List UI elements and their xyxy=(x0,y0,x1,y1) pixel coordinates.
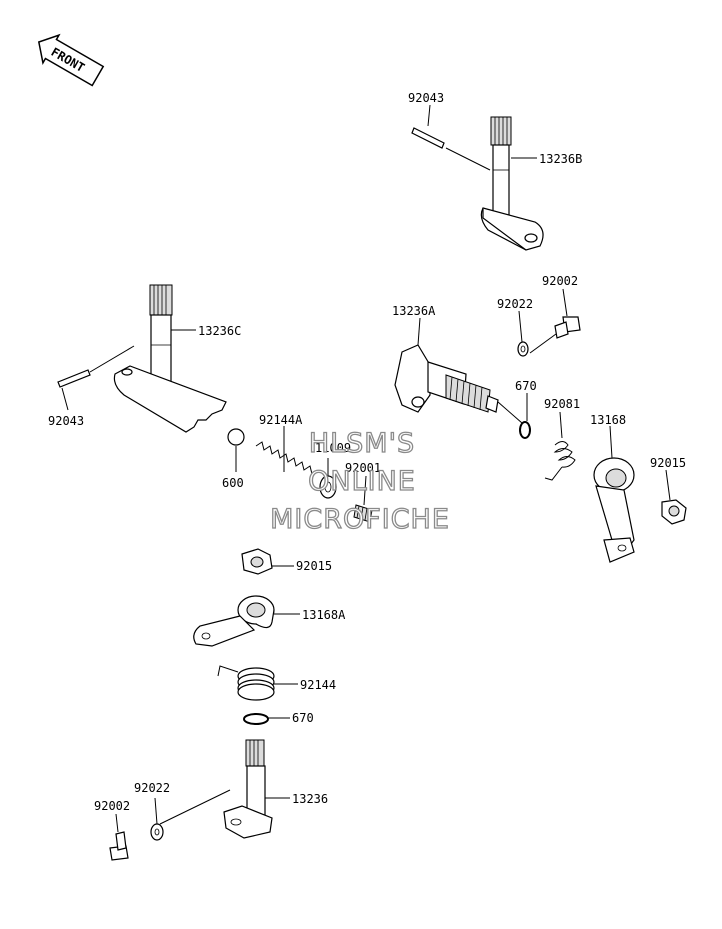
label-92001: 92001 xyxy=(345,461,381,475)
label-600: 600 xyxy=(222,476,244,490)
leader-lines xyxy=(61,104,671,833)
label-13168a: 13168A xyxy=(302,608,346,622)
part-670-oring-lower xyxy=(243,713,269,725)
label-92002-lower: 92002 xyxy=(94,799,130,813)
label-670-right: 670 xyxy=(515,379,537,393)
watermark: HLSM'S ONLINE MICROFICHE xyxy=(269,427,450,535)
label-13236a: 13236A xyxy=(392,304,436,318)
part-670-oring-right xyxy=(519,421,531,439)
label-92022-right: 92022 xyxy=(497,297,533,311)
label-13236c: 13236C xyxy=(198,324,241,338)
part-92081-spring xyxy=(544,441,576,481)
part-13236a-shaft xyxy=(394,344,499,413)
part-13236b-shaft xyxy=(480,116,544,251)
part-92043-pin-top xyxy=(411,127,445,149)
watermark-line-3: MICROFICHE xyxy=(270,504,450,535)
part-labels: 92043 13236B 92002 13236A 92022 670 9208… xyxy=(48,91,686,813)
label-13168: 13168 xyxy=(590,413,626,427)
label-92144: 92144 xyxy=(300,678,336,692)
front-arrow-badge: FRONT xyxy=(37,33,105,87)
part-92022-washer-right xyxy=(517,341,529,357)
part-13236-shaft xyxy=(223,739,273,839)
label-92002-right: 92002 xyxy=(542,274,578,288)
label-92081: 92081 xyxy=(544,397,580,411)
part-92144a-spring xyxy=(255,441,313,475)
part-92002-bolt-lower xyxy=(109,831,129,861)
part-13168-lever xyxy=(593,457,635,563)
part-92022-washer-lower xyxy=(150,823,164,841)
watermark-line-1: HLSM'S xyxy=(309,428,415,459)
part-13236c-shaft xyxy=(113,284,227,433)
label-13236b: 13236B xyxy=(539,152,582,166)
label-92022-lower: 92022 xyxy=(134,781,170,795)
label-92043-top: 92043 xyxy=(408,91,444,105)
part-92015-nut-right xyxy=(661,499,687,525)
part-92002-bolt-right xyxy=(554,316,581,339)
label-670-lower: 670 xyxy=(292,711,314,725)
watermark-line-2: ONLINE xyxy=(308,466,416,497)
label-92144a: 92144A xyxy=(259,413,303,427)
label-92043-left: 92043 xyxy=(48,414,84,428)
label-13236: 13236 xyxy=(292,792,328,806)
label-92015-right: 92015 xyxy=(650,456,686,470)
label-11009: 11009 xyxy=(315,441,351,455)
part-13168a-lever xyxy=(193,595,275,647)
label-92015-lower: 92015 xyxy=(296,559,332,573)
part-92144-spring xyxy=(217,665,275,701)
part-92015-nut-lower xyxy=(241,548,273,575)
part-600-ball xyxy=(227,428,245,446)
part-92001-screw xyxy=(353,504,373,523)
part-92043-pin-left xyxy=(57,369,91,388)
